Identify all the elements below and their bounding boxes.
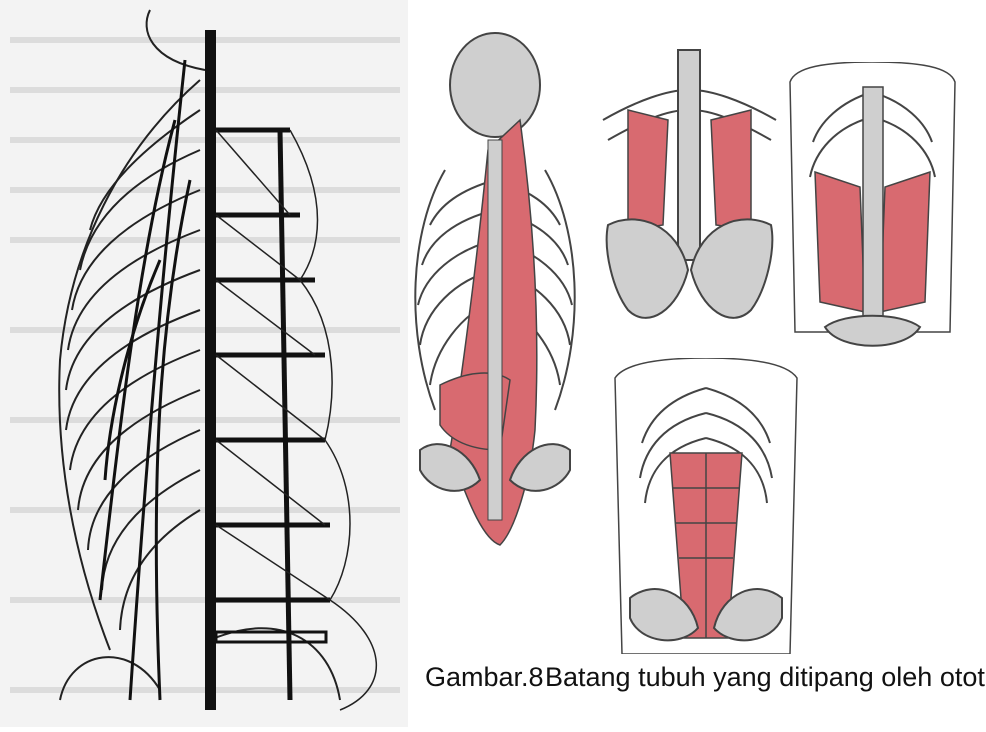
back-muscle-illustration bbox=[400, 30, 595, 560]
spine-rigging-illustration bbox=[0, 0, 408, 727]
rectus-abdominis-illustration bbox=[610, 358, 802, 654]
abdomen-oblique-illustration bbox=[785, 62, 960, 362]
figure-label: Gambar.8 bbox=[425, 660, 544, 694]
lumbar-muscle-illustration bbox=[598, 10, 781, 350]
figure-caption: Gambar.8 Batang tubuh yang ditipang oleh… bbox=[425, 660, 986, 727]
figure-title: Batang tubuh yang ditipang oleh otot-oto… bbox=[545, 660, 986, 694]
